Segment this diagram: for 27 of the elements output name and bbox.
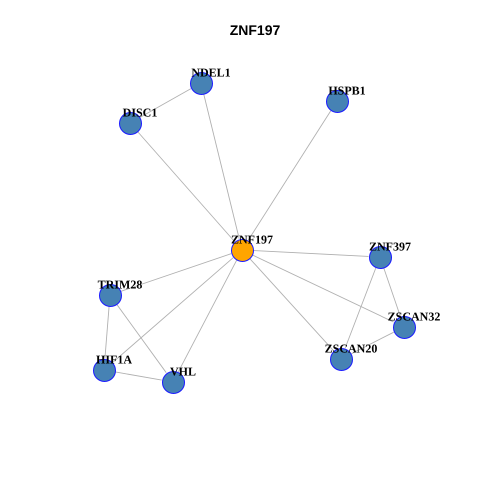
gene-label: TRIM28 [98,280,142,290]
gene-label: VHL [170,366,196,378]
edge-line [178,260,238,372]
gene-label: ZNF197 [231,234,273,246]
gene-label: ZSCAN20 [324,344,378,354]
edge-line [120,253,232,292]
gene-label: NDEL1 [191,68,231,78]
edge-line [104,306,110,359]
edge-line [252,254,394,323]
edge-line [112,257,234,363]
edge-line [350,332,394,354]
edge-line [344,267,376,349]
edge-line [249,258,334,351]
gene-label: ZSCAN32 [388,312,440,322]
edge-line [253,250,369,257]
chart-title: ZNF197 [230,23,280,37]
edge-line [248,110,332,241]
edge-line [137,131,235,242]
edge-line [140,88,192,118]
gene-label: DISC1 [122,108,158,118]
gene-label: ZNF397 [369,242,411,252]
edge-line [116,304,167,374]
edge-line [203,94,240,240]
gene-label: HIF1A [96,354,132,366]
edge-line [114,372,162,380]
edge-line [383,267,401,317]
gene-label: HSPB1 [328,86,366,96]
